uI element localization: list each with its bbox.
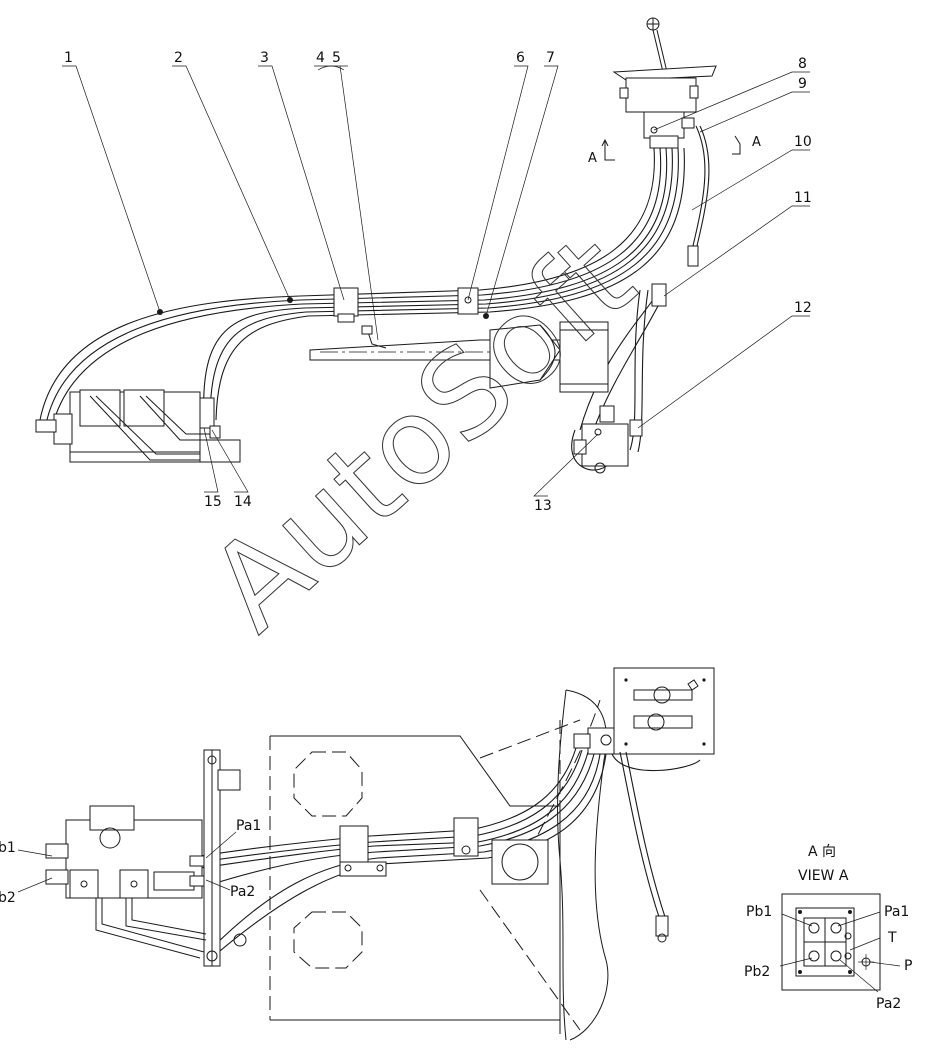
port-pa1: Pa1 — [236, 818, 261, 834]
port-pb1: b1 — [0, 840, 16, 856]
callout-11: 11 — [794, 190, 812, 206]
view-a-pb2: Pb2 — [744, 964, 770, 980]
port-pa2: Pa2 — [230, 884, 255, 900]
view-a-pb1: Pb1 — [746, 904, 772, 920]
boom-bracket — [309, 321, 609, 393]
callout-9: 9 — [798, 76, 807, 92]
callout-15: 15 — [204, 494, 222, 510]
callout-leaders — [62, 65, 810, 497]
pilot-valve-plate — [573, 667, 715, 755]
callout-14: 14 — [234, 494, 252, 510]
callout-1: 1 — [64, 50, 73, 66]
section-mark-a-left: A — [588, 151, 597, 166]
callout-2: 2 — [174, 50, 183, 66]
callout-13: 13 — [534, 498, 552, 514]
view-a-t: T — [887, 930, 897, 946]
main-control-valve-top — [35, 389, 241, 463]
view-a-p: P — [904, 958, 912, 974]
view-a-subtitle: VIEW A — [798, 868, 849, 884]
callout-6: 6 — [516, 50, 525, 66]
bottom-view: b1 b2 Pa1 Pa2 — [0, 667, 715, 1041]
callout-3: 3 — [260, 50, 269, 66]
view-a-pa2: Pa2 — [876, 996, 901, 1012]
callout-12: 12 — [794, 300, 812, 316]
bottom-hose-bundle — [199, 747, 701, 957]
callout-numbers: 1 2 3 4 5 6 7 8 9 10 11 12 13 14 15 — [64, 50, 812, 514]
view-a-title: A 向 — [808, 844, 836, 860]
view-a-pa1: Pa1 — [884, 904, 909, 920]
pilot-valve-right — [573, 405, 643, 474]
frame-plate — [269, 719, 581, 1031]
callout-5: 5 — [332, 50, 341, 66]
top-view: A A — [35, 17, 812, 514]
main-control-valve-bottom — [45, 805, 207, 959]
vertical-bracket — [203, 749, 247, 967]
top-hose-bundle — [39, 125, 710, 471]
section-mark-a-right: A — [752, 135, 761, 150]
bottom-clamps — [339, 817, 549, 885]
view-a: A 向 VIEW A Pb1 Pa1 T Pb2 P Pa2 — [744, 844, 912, 1012]
callout-8: 8 — [798, 56, 807, 72]
port-pb2: b2 — [0, 890, 16, 906]
callout-4: 4 — [316, 50, 325, 66]
pilot-control-valve — [612, 17, 717, 149]
section-mark-a: A A — [588, 135, 761, 166]
top-clamps — [333, 287, 479, 323]
callout-7: 7 — [546, 50, 555, 66]
callout-10: 10 — [794, 134, 812, 150]
port-labels: b1 b2 Pa1 Pa2 — [0, 818, 261, 906]
